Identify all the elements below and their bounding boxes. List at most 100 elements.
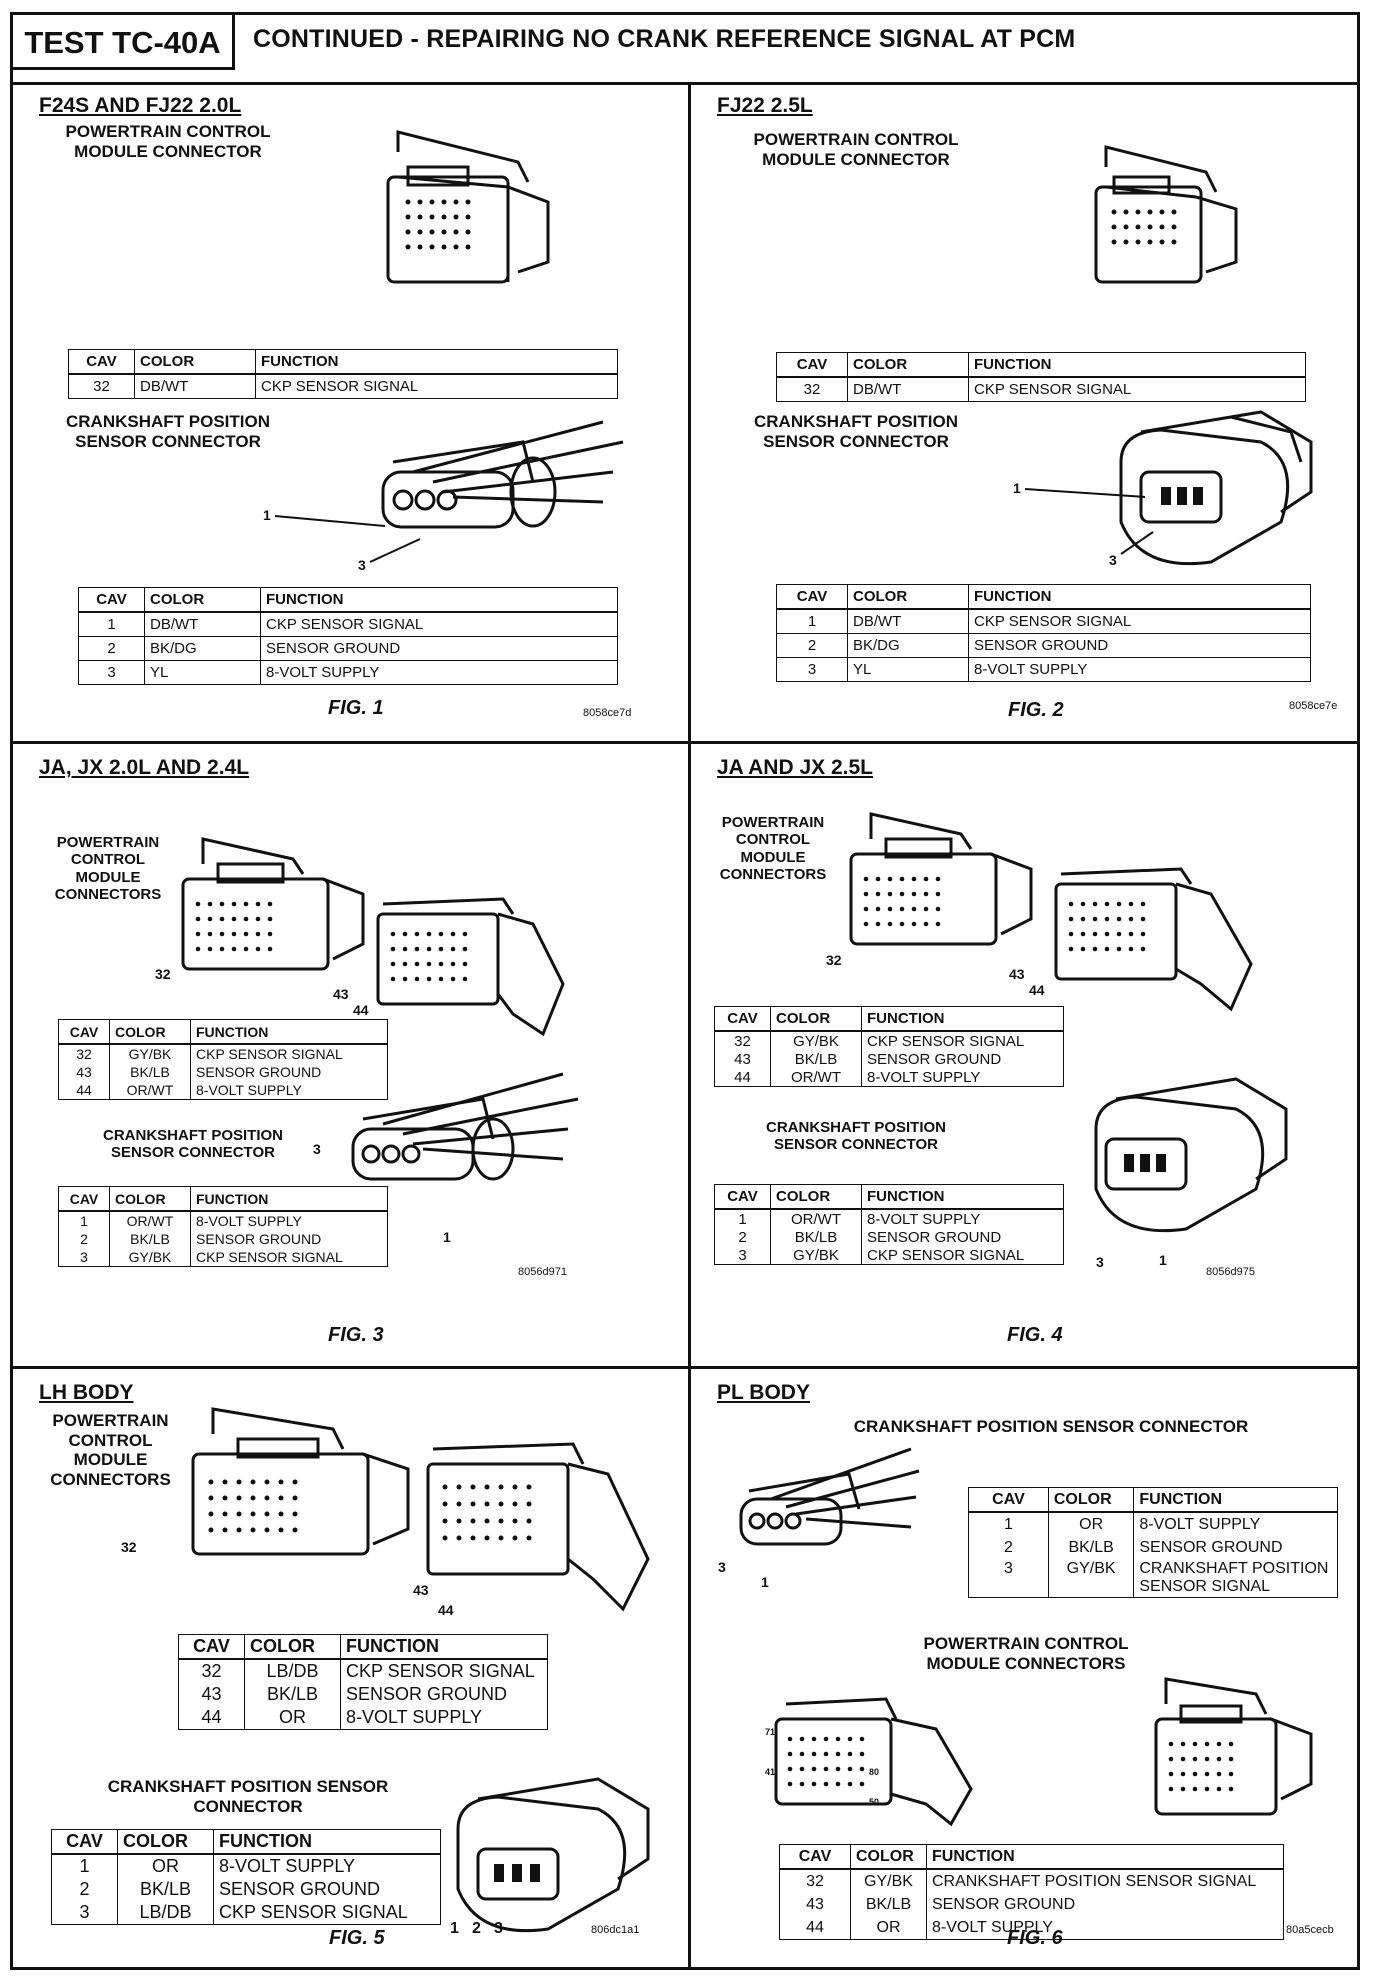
table-cell: SENSOR GROUND [1133,1536,1338,1559]
ckp-connector-drawing [456,1777,650,1933]
table-cell: OR [850,1916,927,1940]
column-header: FUNCTION [340,1634,548,1660]
table-cell: 43 [58,1063,110,1081]
figure-caption: FIG. 2 [1008,699,1064,721]
table-cell: 8-VOLT SUPPLY [260,660,618,685]
panel-fig-2: FJ22 2.5L POWERTRAIN CONTROL MODULE CONN… [691,82,1357,744]
callout-3: 3 [718,1559,726,1575]
pcm-connector-drawing [191,1407,410,1556]
callout-line [1120,531,1154,555]
table-cell: 8-VOLT SUPPLY [1133,1511,1338,1536]
pcm-connectors-label: POWERTRAIN CONTROL MODULE CONNECTORS [923,1634,1129,1673]
table-cell: 44 [58,1081,110,1100]
table-cell: SENSOR GROUND [968,633,1311,658]
ckp-connector-label: CRANKSHAFT POSITION SENSOR CONNECTOR [107,1777,389,1816]
callout-44: 44 [438,1602,454,1618]
column-header: COLOR [850,1844,927,1870]
table-cell: 3 [776,657,848,682]
table-cell: 8-VOLT SUPPLY [968,657,1311,682]
table-cell: 32 [58,1044,110,1063]
pcm-connectors-label: POWERTRAIN CONTROL MODULE CONNECTORS [719,814,827,883]
column-header: CAV [714,1184,771,1210]
pcm-connector-2-drawing [1154,1677,1313,1816]
figure-code: 806dc1a1 [591,1924,640,1936]
table-cell: GY/BK [1047,1559,1135,1598]
ckp-connector-label: CRANKSHAFT POSITION SENSOR CONNECTOR [66,412,270,451]
table-cell: CKP SENSOR SIGNAL [255,373,618,399]
callout-71: 71 [765,1727,776,1737]
panel-title: PL BODY [717,1381,810,1404]
table-cell: 8-VOLT SUPPLY [213,1854,441,1878]
column-header: COLOR [109,1019,191,1045]
column-header: CAV [178,1634,245,1660]
ckp-connector-label: CRANKSHAFT POSITION SENSOR CONNECTOR [754,412,958,451]
table-cell: 44 [714,1068,771,1087]
callout-80: 80 [869,1767,880,1777]
figure-code: 8058ce7e [1289,700,1338,712]
panel-title: F24S AND FJ22 2.0L [39,94,242,117]
table-cell: OR/WT [770,1068,862,1087]
table-cell: 3 [51,1901,118,1925]
table-cell: BK/LB [770,1228,862,1246]
callout-3: 3 [494,1920,503,1937]
table-cell: 32 [178,1659,245,1683]
callout-1: 1 [263,507,271,523]
table-cell: SENSOR GROUND [190,1230,388,1248]
table-cell: CKP SENSOR SIGNAL [968,608,1311,634]
panel-title: LH BODY [39,1381,134,1404]
callout-41: 41 [765,1767,776,1777]
pcm-connectors-label: POWERTRAIN CONTROL MODULE CONNECTORS [54,834,162,903]
table-cell: CKP SENSOR SIGNAL [861,1031,1064,1050]
column-header: COLOR [244,1634,341,1660]
column-header: COLOR [770,1006,862,1032]
title-bar: TEST TC-40A CONTINUED - REPAIRING NO CRA… [13,15,1357,85]
table-cell: YL [847,657,969,682]
table-cell: BK/LB [109,1063,191,1081]
figure-caption: FIG. 3 [328,1324,384,1346]
pcm-connector-2-drawing [376,897,565,1037]
table-cell: SENSOR GROUND [861,1050,1064,1068]
column-header: CAV [58,1019,110,1045]
callout-1: 1 [1013,480,1021,496]
figure-code: 8058ce7d [583,707,632,719]
pcm-connector-drawing [849,812,1033,946]
callout-50: 50 [869,1797,880,1807]
table-cell: 2 [51,1878,118,1901]
table-cell: 32 [68,373,135,399]
table-cell: CKP SENSOR SIGNAL [190,1044,388,1063]
table-cell: BK/LB [850,1893,927,1916]
table-cell: CKP SENSOR SIGNAL [260,611,618,637]
table-cell: 8-VOLT SUPPLY [926,1916,1284,1940]
table-cell: SENSOR GROUND [190,1063,388,1081]
table-cell: 44 [178,1706,245,1730]
table-cell: CRANKSHAFT POSITION SENSOR SIGNAL [1133,1559,1338,1598]
table-cell: CRANKSHAFT POSITION SENSOR SIGNAL [926,1869,1284,1893]
column-header: FUNCTION [190,1019,388,1045]
table-cell: 8-VOLT SUPPLY [340,1706,548,1730]
table-cell: SENSOR GROUND [213,1878,441,1901]
panel-title: JA AND JX 2.5L [717,756,873,779]
callout-43: 43 [1009,966,1025,982]
table-cell: BK/LB [770,1050,862,1068]
table-cell: OR/WT [109,1081,191,1100]
column-header: COLOR [117,1829,214,1855]
table-cell: 3 [58,1248,110,1267]
table-cell: SENSOR GROUND [861,1228,1064,1246]
column-header: FUNCTION [968,352,1306,378]
figure-code: 8056d975 [1206,1266,1255,1278]
callout-2: 2 [472,1920,481,1937]
pcm-connector-2-drawing [1054,867,1253,1012]
table-cell: LB/DB [244,1659,341,1683]
